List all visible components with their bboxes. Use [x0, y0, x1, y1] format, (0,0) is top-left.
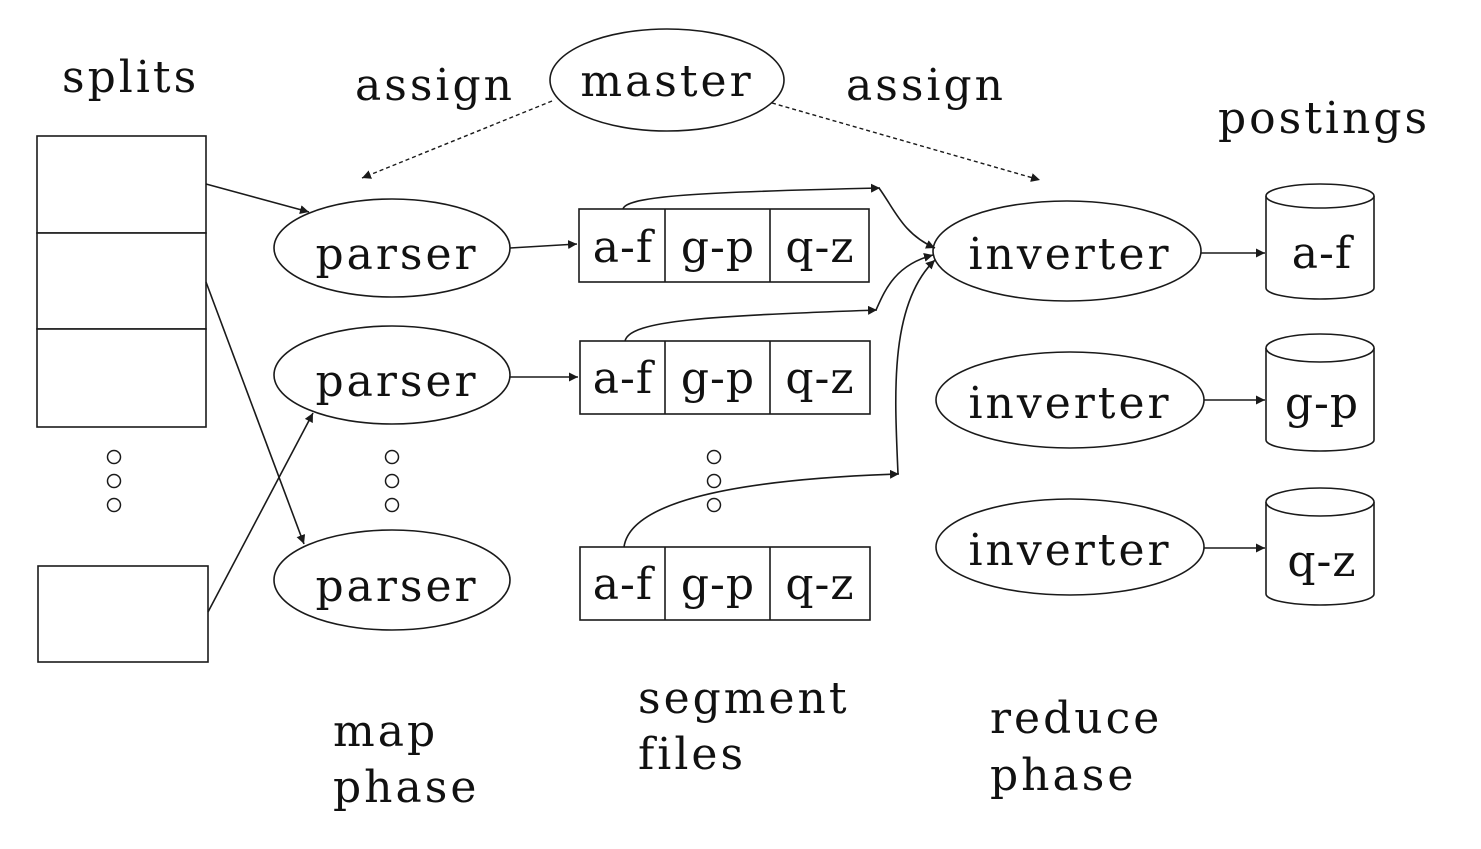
assign-arrow-to-inverter [771, 102, 1041, 182]
segment-ellipsis [706, 449, 722, 513]
parser-node: parser [273, 198, 511, 298]
map-phase-label-line1: map [333, 706, 438, 757]
split-to-parser-arrow [205, 183, 310, 214]
master-node: master [549, 28, 785, 132]
postings-label-item: a-f [1292, 228, 1354, 279]
segment-cell-label: a-f [593, 559, 655, 610]
segment-cell-label: g-p [681, 353, 755, 404]
split-box [36, 135, 207, 234]
master-label: master [580, 56, 753, 107]
segment-cell-label: a-f [593, 353, 655, 404]
inverter-node: inverter [935, 498, 1205, 596]
parser-node: parser [273, 325, 511, 425]
postings-cylinder: a-f [1265, 183, 1375, 300]
parser-label: parser [315, 356, 478, 407]
segment-cell-label: q-z [785, 222, 854, 273]
map-phase-label-line2: phase [333, 762, 479, 813]
segment-file-row: a-f g-p q-z [579, 340, 871, 415]
segment-to-inverter-arrow [623, 469, 900, 548]
postings-label-item: g-p [1285, 378, 1359, 429]
segment-cell-label: g-p [681, 559, 755, 610]
inverter-label: inverter [968, 525, 1171, 576]
reduce-phase-label-line1: reduce [990, 693, 1162, 744]
segment-files-label-line2: files [638, 729, 746, 780]
split-box [36, 328, 207, 428]
inverter-node: inverter [932, 200, 1202, 302]
inverter-node: inverter [935, 351, 1205, 449]
postings-cylinder: q-z [1265, 487, 1375, 606]
reduce-phase-label-line2: phase [990, 750, 1136, 801]
segment-to-inverter-arrow [894, 259, 936, 475]
assign-left-label: assign [355, 60, 515, 111]
postings-label-item: q-z [1287, 536, 1356, 587]
segment-cell-label: q-z [785, 353, 854, 404]
postings-cylinder: g-p [1265, 333, 1375, 452]
segment-to-inverter-arrow [622, 183, 881, 210]
inverter-label: inverter [968, 229, 1171, 280]
parser-node: parser [273, 529, 511, 631]
segment-to-inverter-arrow [878, 187, 936, 249]
segment-to-inverter-arrow [875, 252, 934, 311]
split-to-parser-arrow [207, 412, 314, 613]
parser-label: parser [315, 229, 478, 280]
assign-right-label: assign [846, 60, 1006, 111]
splits-label: splits [62, 52, 199, 103]
split-box [36, 232, 207, 330]
segment-cell-label: g-p [681, 222, 755, 273]
segment-file-row: a-f g-p q-z [578, 208, 870, 283]
segment-files-label-line1: segment [638, 673, 850, 724]
segment-file-row: a-f g-p q-z [579, 546, 871, 621]
assign-arrow-to-parser [361, 100, 553, 179]
splits-ellipsis [106, 449, 122, 513]
postings-label: postings [1218, 93, 1430, 144]
splits-stack [36, 135, 209, 663]
split-box [37, 565, 209, 663]
parser-to-segment-arrow [509, 240, 578, 250]
split-to-parser-arrow [205, 281, 306, 545]
parser-label: parser [315, 561, 478, 612]
inverter-label: inverter [968, 378, 1171, 429]
segment-to-inverter-arrow [624, 305, 878, 342]
segment-cell-label: q-z [785, 559, 854, 610]
segment-cell-label: a-f [593, 222, 655, 273]
parser-ellipsis [384, 449, 400, 513]
